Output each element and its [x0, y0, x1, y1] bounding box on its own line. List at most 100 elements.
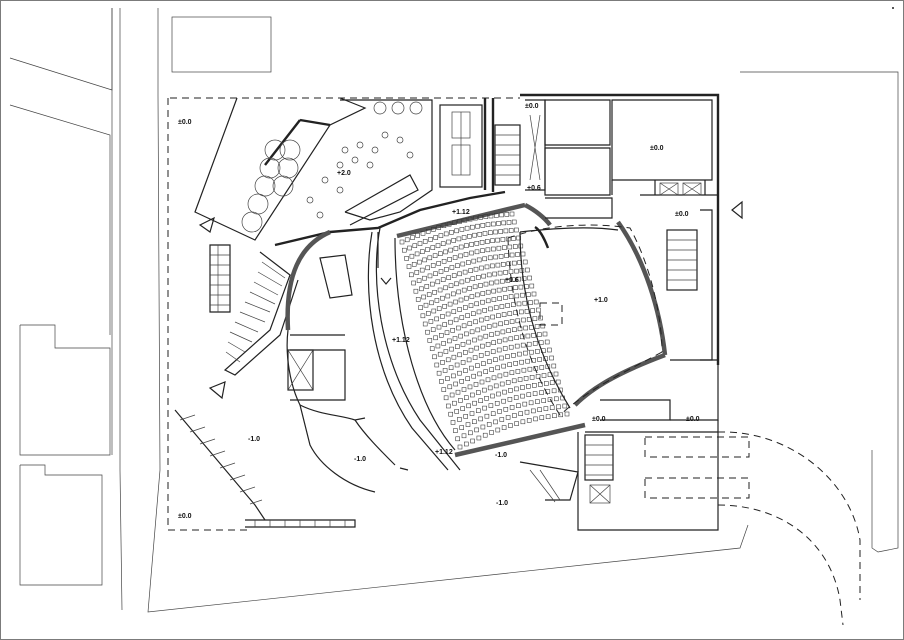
seat: [443, 395, 449, 401]
seat: [415, 233, 420, 238]
stage-area: [507, 220, 668, 416]
seat: [562, 403, 568, 409]
label-stage: +1.0: [594, 297, 608, 304]
seat: [437, 351, 443, 357]
seat: [544, 339, 550, 345]
southwest-steps: [174, 409, 356, 528]
seat: [469, 250, 474, 256]
seat: [508, 336, 514, 342]
seat: [454, 228, 459, 234]
seat: [516, 276, 521, 282]
label-ramp-top: +0.6: [527, 185, 541, 192]
seat: [438, 269, 444, 274]
seat: [493, 305, 499, 310]
seat: [535, 374, 541, 379]
seat: [412, 243, 418, 248]
seat: [493, 357, 498, 362]
seat: [525, 358, 530, 364]
label-service-room: ±0.0: [650, 145, 664, 152]
seat: [433, 235, 438, 240]
seat: [431, 227, 436, 232]
seat: [538, 340, 544, 345]
seat: [422, 275, 427, 281]
seat: [472, 337, 477, 343]
seat: [459, 379, 464, 384]
seat: [507, 397, 513, 402]
seat: [543, 406, 549, 411]
seat: [491, 340, 496, 345]
seat: [443, 349, 449, 354]
seat: [470, 392, 475, 398]
seat: [479, 317, 484, 323]
seat: [477, 232, 483, 237]
seat: [464, 331, 469, 337]
seat: [505, 415, 511, 420]
seat: [516, 403, 521, 408]
seat: [549, 355, 554, 361]
seat: [465, 422, 471, 427]
seat: [429, 300, 434, 306]
seat: [495, 427, 501, 433]
seat: [476, 309, 482, 315]
seat: [459, 279, 465, 285]
seat: [518, 411, 523, 416]
seat: [464, 395, 469, 400]
seat: [471, 311, 476, 316]
seat: [498, 229, 503, 234]
seat: [501, 262, 506, 267]
seat: [420, 231, 426, 236]
seat: [491, 288, 496, 294]
seat: [513, 395, 519, 400]
seat: [413, 288, 419, 294]
seat: [558, 412, 563, 418]
seat: [479, 240, 485, 245]
seat: [538, 315, 543, 321]
seat: [479, 379, 485, 385]
seat: [539, 390, 544, 395]
seat: [478, 283, 483, 288]
seat: [439, 333, 444, 338]
seat: [497, 270, 503, 276]
seat: [465, 313, 470, 318]
seat: [515, 252, 520, 257]
seat: [551, 388, 557, 394]
seat: [453, 246, 459, 251]
label-sunken-south: -1.0: [496, 500, 508, 507]
seat: [526, 341, 532, 347]
seat: [477, 371, 482, 377]
seat: [553, 371, 559, 377]
seat: [520, 251, 526, 257]
seat: [511, 378, 517, 384]
seat: [461, 235, 467, 240]
seat: [410, 235, 415, 240]
label-sunken-west: -1.0: [248, 436, 260, 443]
seat: [441, 341, 446, 346]
seat: [481, 325, 486, 331]
seat: [478, 353, 484, 358]
seat: [471, 373, 476, 379]
seat: [474, 345, 479, 351]
label-lower-aisle: +1.12: [435, 449, 453, 456]
seat: [508, 294, 514, 299]
seat: [453, 428, 458, 433]
seat: [499, 355, 504, 361]
seat: [419, 267, 425, 273]
seat: [411, 280, 416, 286]
seat: [420, 249, 425, 254]
seat: [504, 253, 509, 258]
seat: [491, 375, 497, 381]
seat: [515, 369, 521, 374]
seat: [436, 261, 441, 266]
seat: [460, 342, 466, 347]
seat: [491, 221, 496, 227]
seat: [467, 286, 472, 291]
seat: [535, 399, 540, 404]
seat: [414, 270, 420, 275]
seat: [440, 314, 445, 319]
seat: [451, 273, 457, 278]
seat: [433, 335, 438, 341]
seat: [458, 253, 463, 259]
seat: [467, 216, 473, 222]
seat: [480, 343, 485, 349]
seat: [448, 411, 453, 417]
